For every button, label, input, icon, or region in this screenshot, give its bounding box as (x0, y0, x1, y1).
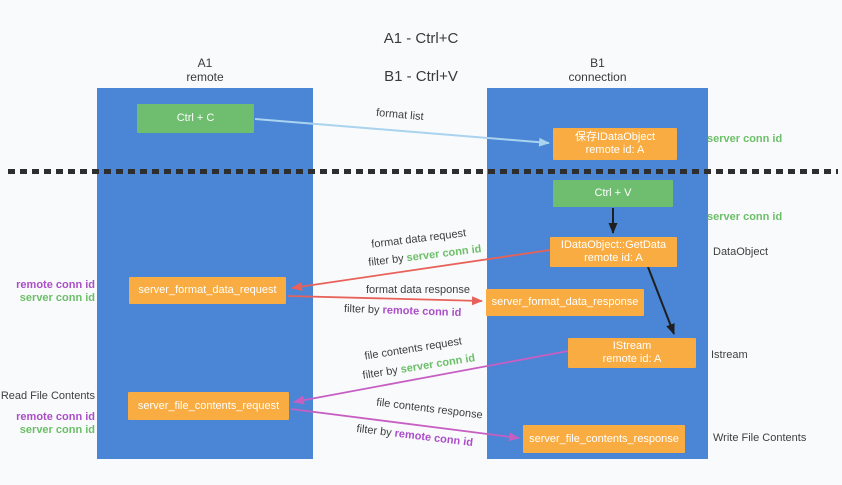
node-save-idataobject: 保存IDataObject remote id: A (553, 128, 677, 160)
node-server-format-data-request: server_format_data_request (129, 277, 286, 304)
node-ctrl-v: Ctrl + V (553, 180, 673, 207)
title-line-1: A1 - Ctrl+C (383, 30, 459, 47)
annotation-server-conn-id-mid: server conn id (707, 211, 783, 223)
arrow-format-data-response (287, 295, 483, 306)
annotation-remote-conn-id-top: remote conn id (16, 279, 95, 291)
node-ctrl-c: Ctrl + C (137, 104, 254, 133)
edge-label-format-data-response-filter: filter by remote conn id (343, 302, 462, 320)
node-getdata-line1: IDataObject::GetData (560, 239, 667, 251)
annotation-dataobject: DataObject (713, 246, 769, 258)
diagram-title: A1 - Ctrl+C B1 - Ctrl+V (0, 10, 842, 105)
edge-label-file-contents-response-filter: filter by remote conn id (355, 422, 474, 450)
column-b1-role: connection (568, 70, 627, 84)
annotation-left-conn-ids-bottom: remote conn id server conn id (0, 411, 95, 437)
node-file-request-label: server_file_contents_request (137, 399, 280, 412)
edge-label-file-contents-response: file contents response (375, 396, 484, 422)
column-a1-role: remote (186, 70, 224, 84)
column-b1-name: B1 (590, 56, 605, 70)
annotation-write-file-contents: Write File Contents (713, 432, 807, 444)
node-format-response-label: server_format_data_response (491, 296, 639, 308)
node-idataobject-getdata: IDataObject::GetData remote id: A (550, 237, 677, 267)
annotation-istream: Istream (711, 349, 748, 361)
node-save-idataobject-line2: remote id: A (585, 144, 645, 156)
annotation-read-file-contents: Read File Contents (0, 390, 95, 402)
node-server-format-data-response: server_format_data_response (486, 289, 644, 316)
annotation-remote-conn-id-bottom: remote conn id (16, 411, 95, 423)
column-header-b1: B1 connection (487, 56, 708, 84)
node-ctrl-v-label: Ctrl + V (594, 187, 632, 199)
node-istream-line1: IStream (612, 340, 652, 352)
annotation-server-conn-id-left-top: server conn id (19, 292, 95, 304)
annotation-server-conn-id-top: server conn id (707, 133, 783, 145)
annotation-left-conn-ids-top: remote conn id server conn id (0, 279, 95, 305)
node-ctrl-c-label: Ctrl + C (176, 112, 215, 124)
node-server-file-contents-request: server_file_contents_request (128, 392, 289, 420)
node-save-idataobject-line1: 保存IDataObject (574, 131, 656, 143)
title-line-2: B1 - Ctrl+V (384, 68, 458, 85)
edge-label-format-list: format list (375, 106, 425, 124)
node-istream-line2: remote id: A (602, 353, 662, 365)
edge-label-format-data-response: format data response (366, 284, 470, 296)
node-istream: IStream remote id: A (568, 338, 696, 368)
column-a1-name: A1 (197, 56, 213, 70)
annotation-server-conn-id-left-bottom: server conn id (19, 424, 95, 436)
node-file-response-label: server_file_contents_response (529, 432, 679, 445)
node-getdata-line2: remote id: A (584, 252, 643, 264)
column-header-a1: A1 remote (97, 56, 313, 84)
node-format-request-label: server_format_data_request (138, 284, 277, 296)
node-server-file-contents-response: server_file_contents_response (523, 425, 685, 453)
machine-boundary-dotted-line (8, 169, 838, 174)
